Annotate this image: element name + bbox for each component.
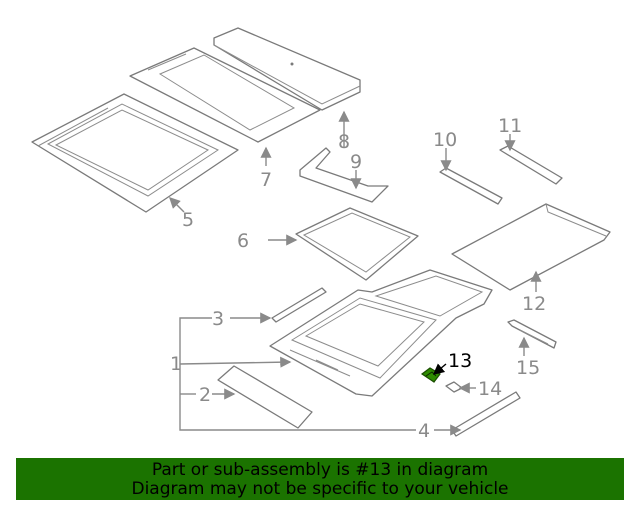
part-12-rear-panel bbox=[451, 203, 611, 291]
callout-1: 1 bbox=[170, 353, 182, 375]
part-3-trim bbox=[271, 287, 327, 323]
info-banner: Part or sub-assembly is #13 in diagram D… bbox=[16, 458, 624, 500]
callout-8: 8 bbox=[338, 131, 350, 153]
callout-10: 10 bbox=[433, 129, 457, 151]
callout-7: 7 bbox=[260, 169, 272, 191]
part-7-frame bbox=[129, 47, 321, 143]
callout-4: 4 bbox=[418, 420, 430, 442]
callout-3: 3 bbox=[212, 308, 224, 330]
part-2-panel bbox=[217, 365, 313, 429]
callout-14: 14 bbox=[478, 378, 502, 400]
part-6-glass bbox=[295, 207, 419, 281]
callout-5: 5 bbox=[182, 209, 194, 231]
part-1-headliner bbox=[269, 269, 493, 397]
part-11-strip bbox=[499, 145, 563, 185]
part-13-highlighted-clip[interactable] bbox=[420, 367, 441, 383]
callout-numbers: 1 2 3 4 5 6 7 8 9 10 11 12 13 14 15 bbox=[170, 115, 546, 442]
callout-6: 6 bbox=[237, 230, 249, 252]
callout-12: 12 bbox=[522, 293, 546, 315]
callout-13[interactable]: 13 bbox=[448, 350, 472, 372]
leader-lines bbox=[169, 110, 542, 436]
part-10-strip bbox=[439, 167, 503, 205]
part-8-roof-panel bbox=[213, 27, 361, 111]
part-5-frame bbox=[31, 93, 239, 213]
part-14-clip bbox=[445, 381, 463, 393]
part-15-bracket bbox=[507, 319, 557, 349]
part-9-bracket bbox=[299, 147, 389, 203]
exploded-parts-diagram: 1 2 3 4 5 6 7 8 9 10 11 12 13 14 15 bbox=[31, 27, 611, 442]
banner-line-1: Part or sub-assembly is #13 in diagram bbox=[151, 460, 489, 480]
banner-line-2: Diagram may not be specific to your vehi… bbox=[131, 479, 509, 499]
callout-11: 11 bbox=[498, 115, 522, 137]
callout-2: 2 bbox=[199, 384, 211, 406]
callout-15: 15 bbox=[516, 357, 540, 379]
callout-9: 9 bbox=[350, 151, 362, 173]
